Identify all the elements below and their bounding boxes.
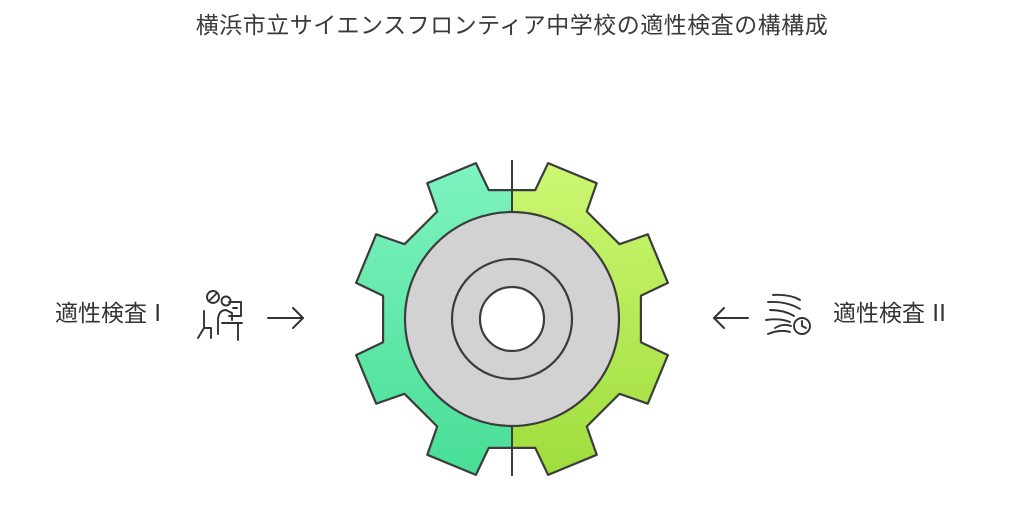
arrow-left-icon [713, 307, 749, 329]
wind-clock-icon [765, 293, 811, 335]
gear-outline [355, 162, 669, 476]
input-label-left: 適性検査 I [55, 301, 162, 327]
input-label-right: 適性検査 II [833, 301, 946, 327]
person-at-desk-icon [197, 290, 243, 341]
gear-axle-hole [478, 285, 546, 353]
diagram-title: 横浜市立サイエンスフロンティア中学校の適性検査の構構成 [195, 13, 829, 39]
arrow-right-icon [267, 307, 304, 329]
